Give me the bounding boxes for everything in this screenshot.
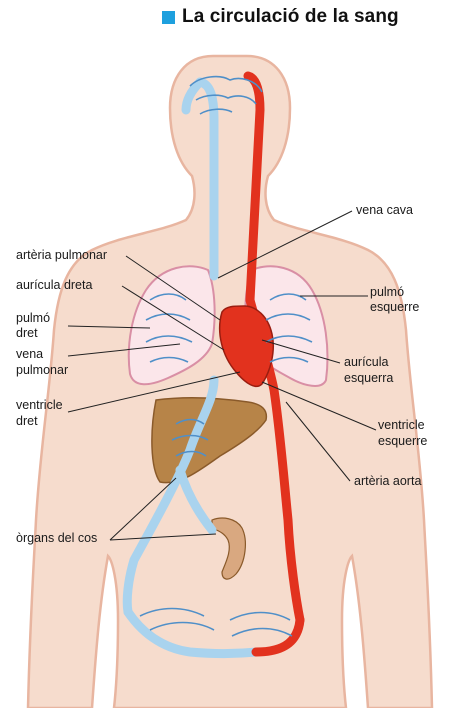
- leader-auricula-esquerra: [261, 339, 341, 364]
- leader-arteria-pulmonar: [125, 255, 221, 321]
- diagram-title: La circulació de la sang: [182, 6, 399, 27]
- label-arteria-pulmonar: artèria pulmonar: [16, 248, 108, 262]
- label-auricula-dreta: aurícula dreta: [16, 278, 93, 292]
- right-lung: [127, 265, 216, 386]
- liver-capillaries: [171, 418, 209, 457]
- title-bullet-icon: [162, 10, 175, 24]
- inferior-vena-cava: [122, 375, 219, 617]
- label-pulmo-esquerre-line2: esquerre: [370, 300, 420, 314]
- label-pulmo-dret-line1: pulmó: [16, 311, 51, 325]
- label-vena-cava: vena cava: [356, 203, 413, 217]
- lower-arteries: [251, 615, 305, 657]
- label-pulmo-esquerre-line1: pulmó: [370, 285, 405, 299]
- leader-vena-pulmonar: [67, 343, 181, 357]
- organ-kidney: [211, 517, 246, 580]
- head-capillaries: [189, 75, 263, 115]
- label-ventricle-esquerre-line1: ventricle: [378, 418, 425, 432]
- leader-organs-2: [109, 533, 217, 541]
- label-auricula-esquerra-line1: aurícula: [344, 355, 389, 369]
- portal-vein: [175, 465, 217, 535]
- heart: [218, 305, 274, 388]
- label-vena-pulmonar-line2: pulmonar: [16, 363, 69, 377]
- label-auricula-esquerra-line2: esquerra: [344, 371, 394, 385]
- lower-veins: [123, 607, 261, 658]
- label-pulmo-dret-line2: dret: [16, 326, 38, 340]
- leader-pulmo-dret: [67, 325, 151, 329]
- leader-ventricle-esquerre: [261, 381, 377, 431]
- carotid-artery: [243, 71, 265, 305]
- label-vena-pulmonar-line1: vena: [16, 347, 44, 361]
- label-organs-del-cos: òrgans del cos: [16, 531, 98, 545]
- label-arteria-aorta: artèria aorta: [354, 474, 422, 488]
- lung-capillaries-right: [145, 293, 193, 363]
- leader-lines: [67, 210, 377, 541]
- label-ventricle-dret-line2: dret: [16, 414, 38, 428]
- label-ventricle-esquerre-line2: esquerre: [378, 434, 428, 448]
- body-silhouette: [26, 54, 434, 708]
- lower-capillaries: [139, 607, 293, 637]
- leader-organs-1: [109, 477, 177, 541]
- head-veins: [181, 77, 205, 115]
- label-ventricle-dret-line1: ventricle: [16, 398, 63, 412]
- leader-vena-cava: [217, 210, 353, 279]
- lung-capillaries-left: [265, 293, 313, 363]
- leader-ventricle-dret: [67, 371, 241, 413]
- title-block: La circulació de la sang: [162, 6, 399, 28]
- leader-auricula-dreta: [121, 285, 225, 351]
- leader-arteria-aorta: [285, 401, 351, 482]
